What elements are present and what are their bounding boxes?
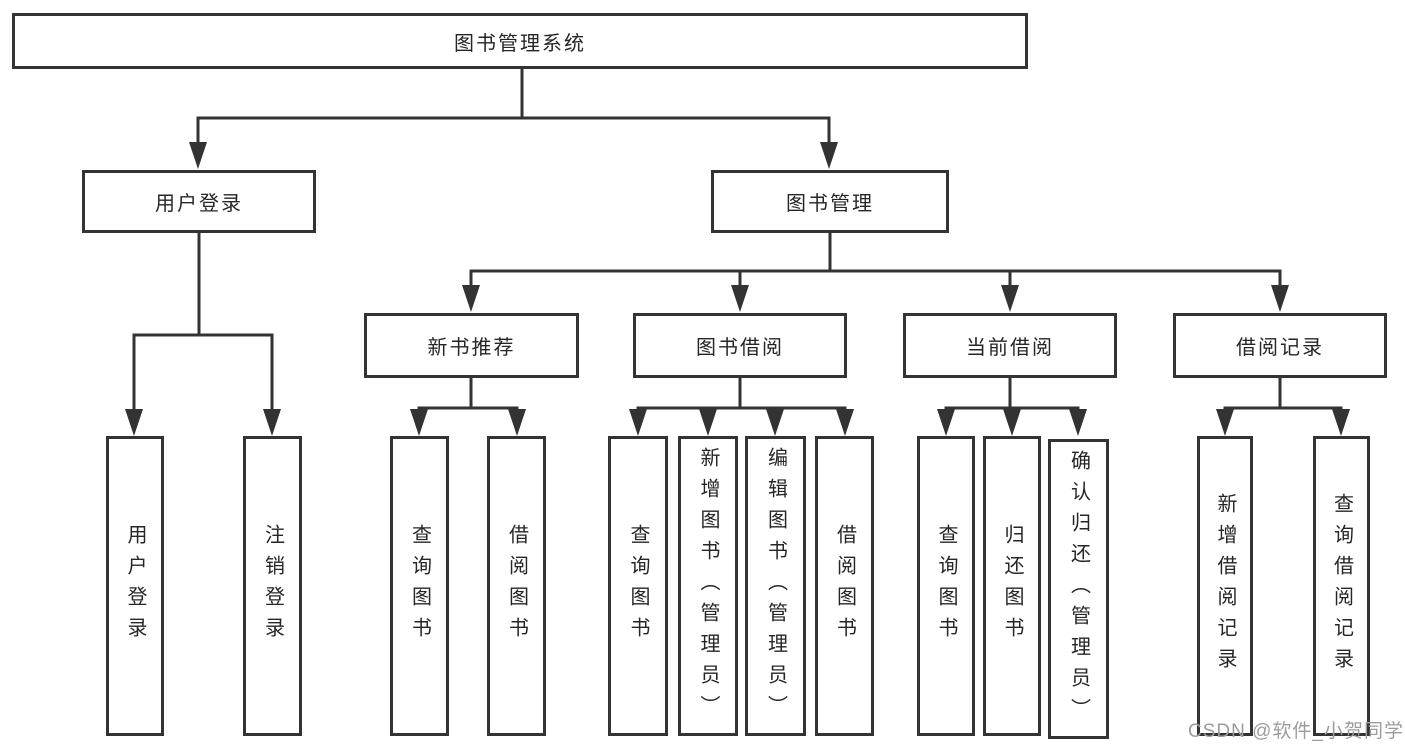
leaf-logout: 注销登录 bbox=[243, 436, 302, 736]
leaf-confirm-return-admin: 确认归还（管理员） bbox=[1048, 439, 1109, 739]
arrow-down-icon bbox=[1271, 285, 1289, 312]
arrow-down-icon bbox=[937, 409, 955, 436]
arrow-down-icon bbox=[731, 285, 749, 312]
node-label: 编辑图书（管理员） bbox=[764, 446, 787, 726]
arrow-down-icon bbox=[263, 409, 281, 436]
arrowheads bbox=[125, 142, 1350, 436]
arrow-down-icon bbox=[836, 409, 854, 436]
node-label: 查询图书 bbox=[935, 524, 957, 648]
leaf-edit-books-admin: 编辑图书（管理员） bbox=[745, 436, 806, 736]
watermark-text: CSDN @软件_小贺同学 bbox=[1188, 721, 1404, 742]
node-label: 注销登录 bbox=[261, 524, 284, 648]
arrow-down-icon bbox=[699, 409, 717, 436]
node-label: 借阅记录 bbox=[1236, 337, 1324, 359]
node-book-borrowing: 图书借阅 bbox=[633, 313, 847, 378]
leaf-query-books-recommend: 查询图书 bbox=[390, 436, 449, 736]
node-borrowing-records: 借阅记录 bbox=[1173, 313, 1387, 378]
arrow-down-icon bbox=[1001, 285, 1019, 312]
node-label: 确认归还（管理员） bbox=[1067, 449, 1090, 729]
arrow-down-icon bbox=[820, 142, 838, 169]
node-label: 借阅图书 bbox=[833, 524, 856, 648]
arrow-down-icon bbox=[189, 142, 207, 169]
node-label: 图书管理系统 bbox=[454, 32, 586, 55]
node-label: 图书管理 bbox=[786, 193, 874, 215]
node-label: 用户登录 bbox=[155, 193, 243, 215]
arrow-down-icon bbox=[1332, 409, 1350, 436]
node-label: 新增图书（管理员） bbox=[697, 446, 719, 726]
arrow-down-icon bbox=[1003, 409, 1021, 436]
arrow-down-icon bbox=[508, 409, 526, 436]
leaf-add-borrow-record: 新增借阅记录 bbox=[1197, 436, 1253, 736]
node-book-management: 图书管理 bbox=[711, 170, 949, 233]
leaf-user-login: 用户登录 bbox=[106, 436, 164, 736]
arrow-down-icon bbox=[125, 409, 143, 436]
node-new-book-recommend: 新书推荐 bbox=[364, 313, 579, 378]
arrow-down-icon bbox=[766, 409, 784, 436]
node-label: 新书推荐 bbox=[427, 337, 516, 359]
arrow-down-icon bbox=[410, 409, 428, 436]
leaf-query-books-borrowing: 查询图书 bbox=[608, 436, 668, 736]
leaf-borrow-books: 借阅图书 bbox=[815, 436, 874, 736]
node-label: 查询借阅记录 bbox=[1330, 493, 1353, 679]
node-label: 归还图书 bbox=[1001, 524, 1023, 648]
node-user-login: 用户登录 bbox=[82, 170, 316, 233]
leaf-query-borrow-record: 查询借阅记录 bbox=[1313, 436, 1370, 736]
arrow-down-icon bbox=[462, 285, 480, 312]
node-label: 借阅图书 bbox=[505, 524, 528, 648]
arrow-down-icon bbox=[1216, 409, 1234, 436]
arrow-down-icon bbox=[1069, 409, 1087, 436]
node-label: 查询图书 bbox=[408, 524, 431, 648]
leaf-borrow-books-recommend: 借阅图书 bbox=[487, 436, 546, 736]
leaf-query-books-current: 查询图书 bbox=[917, 436, 975, 736]
node-root-library-system: 图书管理系统 bbox=[12, 13, 1028, 69]
node-label: 当前借阅 bbox=[966, 337, 1054, 359]
node-label: 用户登录 bbox=[124, 524, 146, 648]
leaf-add-books-admin: 新增图书（管理员） bbox=[678, 436, 738, 736]
arrow-down-icon bbox=[629, 409, 647, 436]
node-label: 新增借阅记录 bbox=[1214, 493, 1236, 679]
node-current-borrowing: 当前借阅 bbox=[903, 313, 1117, 378]
node-label: 查询图书 bbox=[627, 524, 649, 648]
leaf-return-books: 归还图书 bbox=[983, 436, 1041, 736]
node-label: 图书借阅 bbox=[696, 337, 784, 359]
